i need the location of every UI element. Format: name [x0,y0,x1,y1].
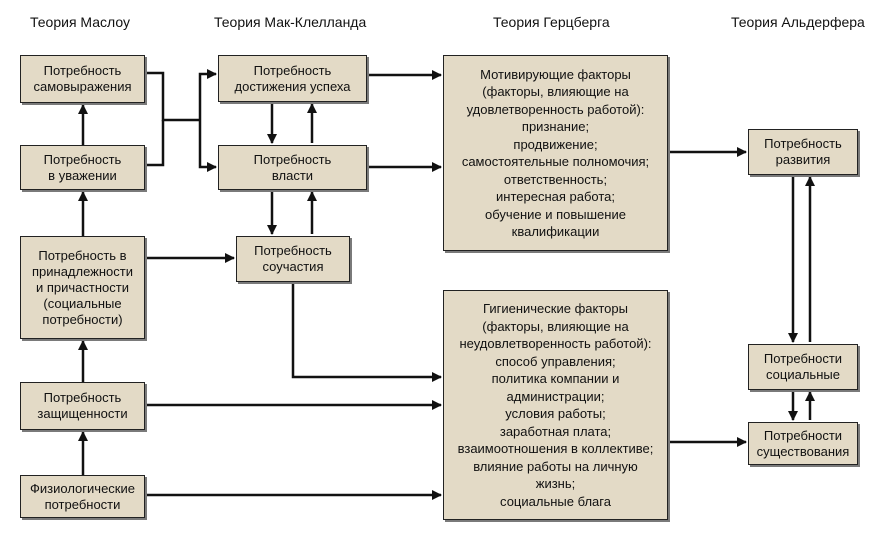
box-hygiene: Гигиенические факторы (факторы, влияющие… [443,290,668,520]
col-title-herzberg: Теория Герцберга [493,14,610,30]
box-esteem: Потребность в уважении [20,145,145,190]
arrow-affiliation-to-hygiene [291,283,442,382]
box-self-actualization: Потребность самовыражения [20,55,145,103]
box-safety: Потребность защищенности [20,382,145,430]
box-motivators: Мотивирующие факторы (факторы, влияющие … [443,55,668,251]
box-power: Потребность власти [218,145,367,190]
arrow-bundle-to-achievement [198,69,217,120]
col-title-mcclelland: Теория Мак-Клелланда [214,14,367,30]
box-affiliation: Потребность соучастия [236,236,350,282]
box-relatedness: Потребности социальные [748,344,858,390]
box-physiological: Физиологические потребности [20,475,145,518]
link-self-bundle [145,71,200,122]
box-belonging: Потребность в принадлежности и причастно… [20,236,145,339]
link-esteem-bundle [145,120,165,167]
col-title-maslow: Теория Маслоу [30,14,130,30]
box-growth: Потребность развития [748,129,858,175]
box-achievement: Потребность достижения успеха [218,55,367,102]
col-title-alderfer: Теория Альдерфера [731,14,865,30]
arrow-bundle-to-power [198,120,217,172]
box-existence: Потребности существования [748,422,858,465]
